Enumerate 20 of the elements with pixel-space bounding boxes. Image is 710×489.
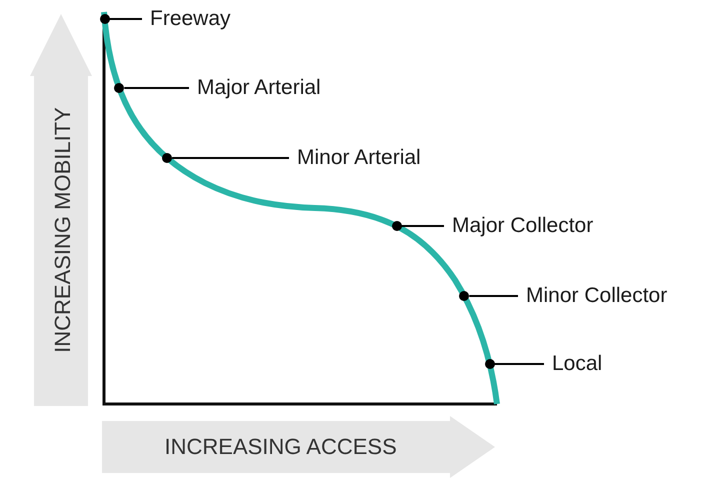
axis-label: INCREASING MOBILITY (52, 107, 74, 353)
leader-line (124, 87, 189, 89)
curve-label: Major Arterial (197, 76, 321, 99)
curve-label: Local (552, 352, 602, 375)
curve-label: Freeway (150, 7, 231, 30)
curve-point (114, 83, 124, 93)
curve-point (459, 291, 470, 301)
curve-point (392, 221, 402, 231)
leader-line (402, 225, 444, 227)
leader-line (469, 295, 518, 297)
axis-label: INCREASING ACCESS (164, 436, 397, 458)
curve-label: Minor Collector (526, 284, 668, 307)
leader-line (494, 363, 544, 365)
curve-label: Major Collector (452, 214, 594, 237)
curve-point (100, 14, 110, 24)
leader-line (110, 18, 142, 20)
curve-point (162, 153, 172, 163)
curve-label: Minor Arterial (297, 146, 421, 169)
curve-point (484, 359, 495, 369)
leader-line (172, 157, 289, 159)
